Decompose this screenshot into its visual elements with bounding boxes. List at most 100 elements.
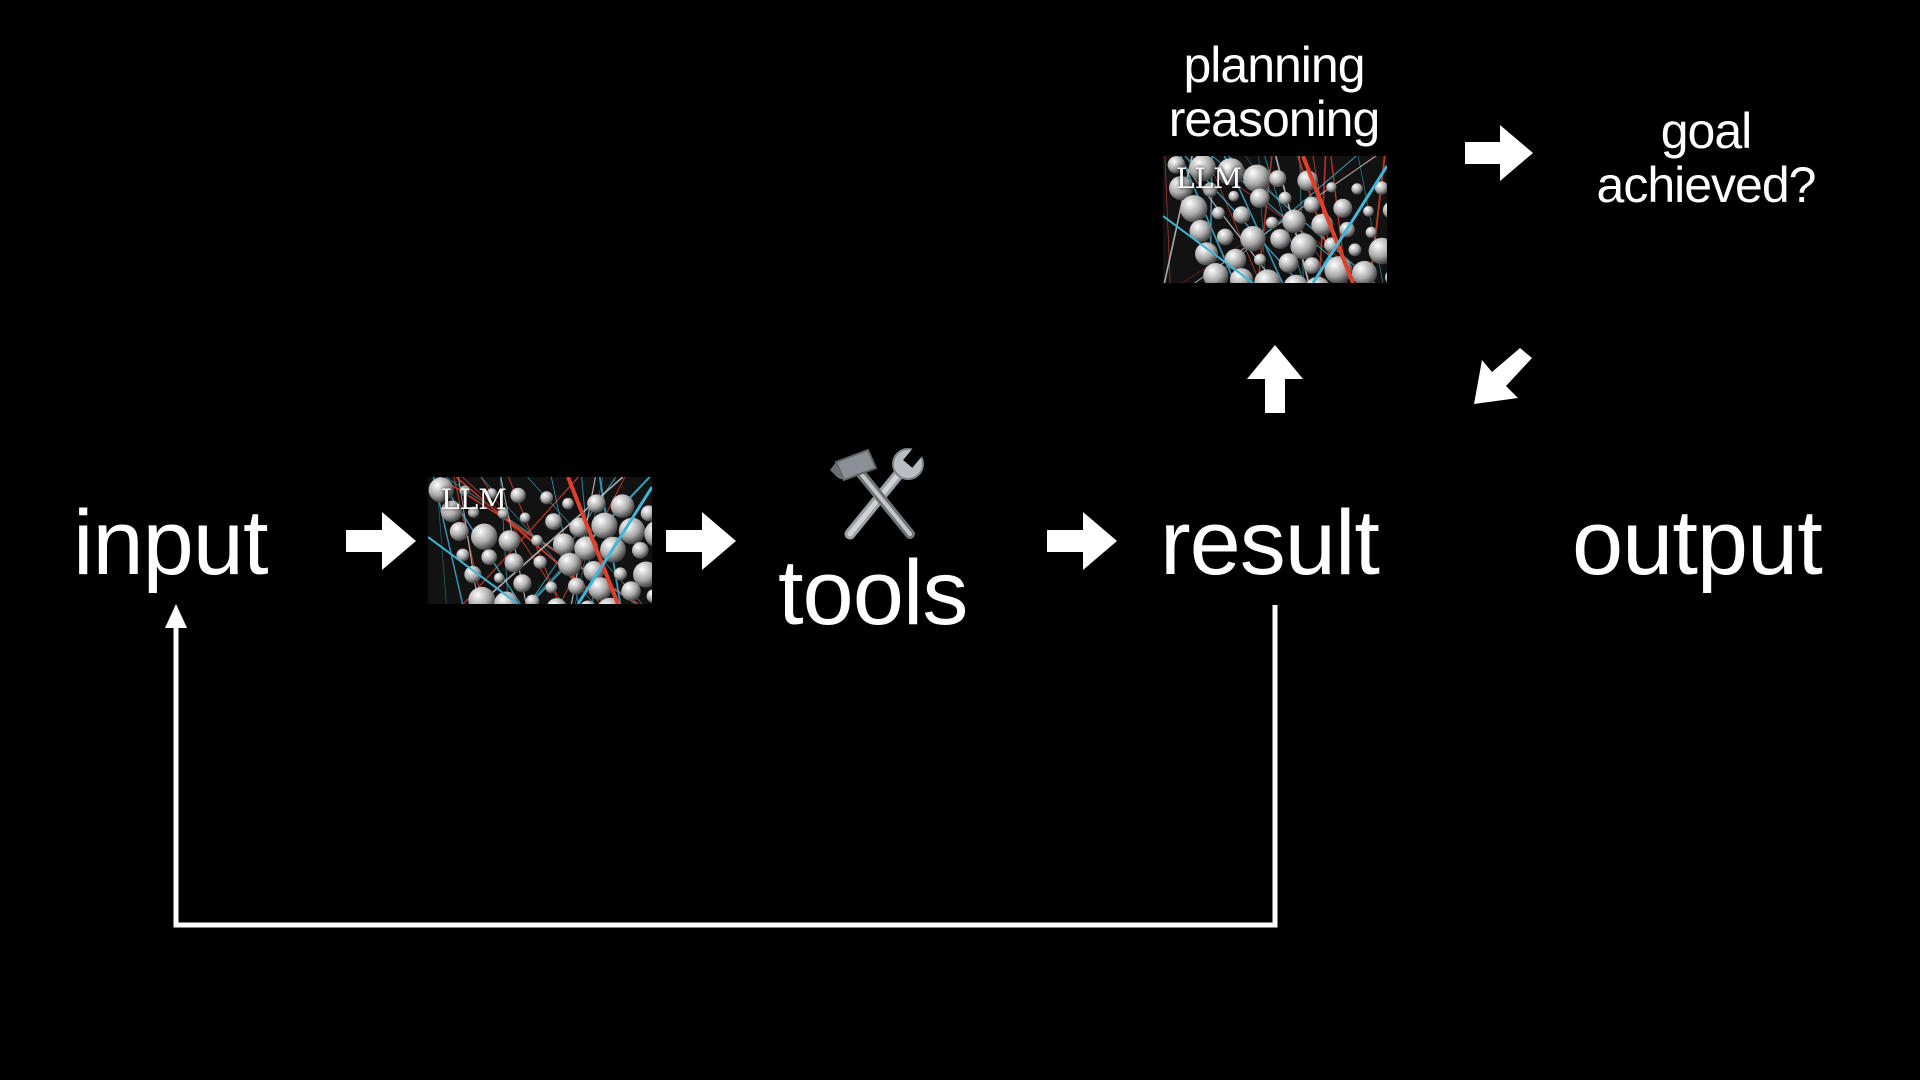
llm-art-sphere: [1240, 226, 1266, 252]
llm-art-sphere: [456, 548, 470, 562]
planning-text: planning: [1183, 37, 1365, 93]
llm-art-sphere: [1278, 253, 1299, 273]
llm-image-main: LLM: [428, 477, 652, 604]
llm-art-sphere: [613, 567, 627, 581]
llm-art-sphere: [632, 542, 649, 559]
llm-art-sphere: [646, 589, 652, 603]
llm-art-sphere: [1270, 229, 1291, 249]
llm-art-sphere: [562, 497, 574, 510]
llm-art-sphere: [1269, 170, 1287, 188]
llm-art-sphere: [1333, 198, 1353, 218]
llm-art-sphere: [1169, 176, 1194, 201]
llm-art-sphere: [440, 500, 463, 523]
llm-art-sphere: [1216, 228, 1234, 246]
llm-art-sphere: [587, 494, 606, 513]
arrow-down-left-icon: [1474, 348, 1532, 404]
llm-art-sphere: [467, 506, 480, 518]
llm-art-line: [1163, 156, 1193, 283]
llm-art-sphere: [1203, 263, 1229, 283]
llm-art-sphere: [1232, 206, 1251, 224]
llm-art-sphere: [558, 552, 582, 577]
llm-art-sphere: [1189, 219, 1212, 243]
llm-art-sphere: [1189, 156, 1217, 182]
llm-art-sphere: [1212, 206, 1225, 220]
llm-art-sphere: [1382, 202, 1387, 218]
llm-art-sphere: [1282, 209, 1306, 233]
llm-art-sphere: [468, 586, 496, 604]
llm-art-sphere: [464, 565, 482, 584]
llm-art-sphere: [1224, 248, 1247, 271]
llm-art-sphere: [547, 598, 567, 604]
llm-art-line: [462, 477, 579, 604]
llm-art-sphere: [1352, 260, 1377, 283]
llm-art-sphere: [1374, 181, 1387, 195]
llm-art-sphere: [1167, 156, 1186, 174]
llm-art-accent-line: [566, 477, 620, 604]
llm-art-sphere: [519, 512, 531, 524]
arrow-right-icon: [1047, 512, 1117, 570]
llm-art-sphere: [1303, 196, 1320, 213]
llm-art-sphere: [1228, 190, 1240, 202]
llm-art-accent-line: [428, 536, 519, 604]
llm-art-sphere: [1250, 188, 1270, 209]
input-label: input: [73, 492, 268, 594]
llm-art-sphere: [1203, 182, 1218, 197]
llm-art-sphere: [1363, 205, 1374, 217]
llm-art-sphere: [588, 577, 612, 601]
llm-art-sphere: [428, 477, 454, 503]
llm-art-sphere: [449, 522, 469, 541]
llm-art-sphere: [486, 488, 498, 500]
llm-art-sphere: [591, 512, 618, 539]
llm-image-planning: LLM: [1163, 156, 1387, 283]
llm-art-sphere: [531, 534, 543, 547]
llm-art-sphere: [1303, 257, 1321, 274]
llm-art-sphere: [633, 561, 652, 588]
llm-art-sphere: [644, 521, 652, 547]
llm-art-sphere: [1284, 274, 1308, 283]
llm-art-accent-line: [576, 486, 652, 604]
llm-art-sphere: [583, 561, 605, 582]
llm-art-sphere: [545, 513, 562, 530]
llm-art-accent-line: [1163, 215, 1254, 283]
llm-art-sphere: [618, 517, 646, 545]
llm-art-sphere: [1348, 243, 1362, 257]
llm-art-sphere: [1290, 233, 1317, 260]
arrow-right-icon: [1465, 125, 1533, 181]
llm-art-sphere: [513, 574, 532, 593]
loop-back-arrowhead: [165, 604, 187, 628]
llm-art-sphere: [510, 487, 526, 504]
llm-art-sphere: [1254, 269, 1281, 283]
llm-art-sphere: [1351, 183, 1363, 195]
llm-art-sphere: [1265, 216, 1279, 230]
llm-art-sphere: [1254, 253, 1266, 266]
llm-art-sphere: [1217, 158, 1245, 186]
arrow-right-icon: [346, 512, 416, 570]
tools-label: tools: [778, 542, 968, 644]
llm-art-sphere: [1385, 272, 1387, 283]
llm-art-sphere: [504, 553, 524, 573]
goal-text: goal: [1660, 103, 1753, 159]
loop-back-line: [173, 605, 1278, 928]
goal-achieved-label: goal achieved?: [1565, 104, 1847, 212]
llm-art-sphere: [1326, 182, 1337, 193]
output-label: output: [1572, 492, 1823, 594]
llm-art-sphere: [621, 581, 641, 601]
llm-label: LLM: [1176, 162, 1242, 195]
llm-art-sphere: [1365, 226, 1377, 238]
hammer-and-wrench-icon: [830, 448, 924, 540]
llm-art-accent-line: [1311, 165, 1387, 283]
llm-art-sphere: [1243, 164, 1271, 193]
llm-art-sphere: [540, 491, 554, 505]
llm-art-accent-line: [1301, 156, 1355, 283]
llm-art-sphere: [497, 507, 509, 520]
llm-art-sphere: [640, 505, 652, 522]
llm-art-sphere: [533, 555, 547, 569]
llm-art-line: [1206, 156, 1261, 283]
llm-art-sphere: [1368, 237, 1387, 265]
llm-art-sphere: [459, 485, 471, 497]
planning-reasoning-label: planning reasoning: [1148, 38, 1400, 146]
llm-art-sphere: [545, 581, 558, 594]
llm-art-sphere: [581, 600, 595, 604]
arrow-right-icon: [666, 512, 736, 570]
llm-art-sphere: [471, 523, 498, 550]
